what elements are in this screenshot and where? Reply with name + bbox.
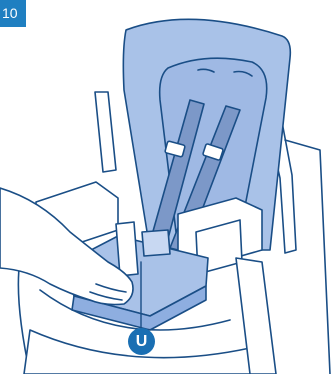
callout-marker: U <box>128 328 155 355</box>
crotch-buckle <box>142 230 170 256</box>
step-number-badge: 10 <box>0 0 26 27</box>
crotch-post <box>116 222 138 276</box>
rear-leg-left <box>95 92 116 172</box>
